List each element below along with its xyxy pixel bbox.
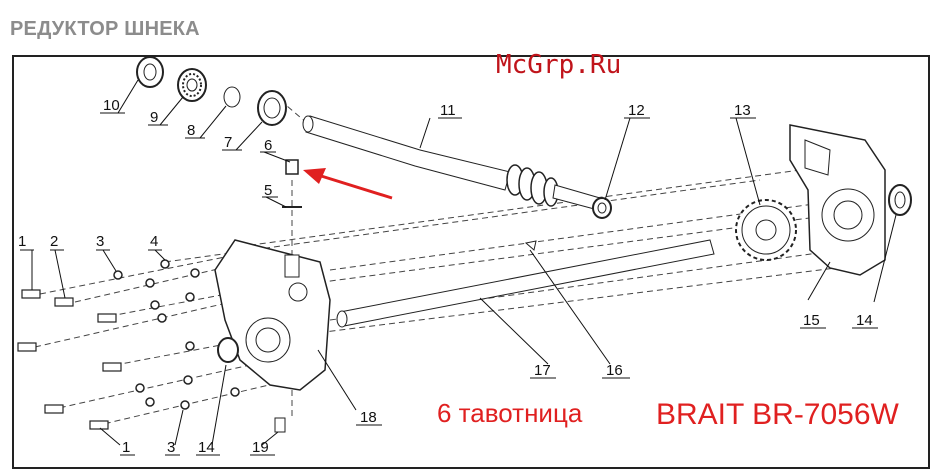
callout-14: 14 <box>856 312 873 329</box>
callout-19: 19 <box>252 439 269 456</box>
callout-11: 11 <box>440 102 456 119</box>
part-18-housing <box>214 239 331 391</box>
callout-6: 6 <box>264 137 272 154</box>
callout-16: 16 <box>606 362 623 379</box>
annotation-caption: 6 тавотница <box>437 398 583 428</box>
callout-5: 5 <box>264 182 272 199</box>
callout-4: 4 <box>150 233 158 250</box>
callout-1-bottom: 1 <box>122 439 130 456</box>
page-title: РЕДУКТОР ШНЕКА <box>10 18 200 40</box>
part-11-worm-shaft <box>302 115 601 211</box>
callout-9: 9 <box>150 109 158 126</box>
callout-17: 17 <box>534 362 551 379</box>
watermark: McGrp.Ru <box>496 50 622 80</box>
part-10-seal <box>136 56 164 88</box>
red-arrow-icon <box>303 168 393 200</box>
callout-13: 13 <box>734 102 751 119</box>
callout-3-bottom: 3 <box>167 439 175 456</box>
callout-15: 15 <box>803 312 820 329</box>
diagram-frame <box>12 55 930 469</box>
callout-10: 10 <box>103 97 120 114</box>
part-17-shaft <box>336 239 715 328</box>
callout-2: 2 <box>50 233 58 250</box>
callout-1: 1 <box>18 233 26 250</box>
callout-8: 8 <box>187 122 195 139</box>
callout-7: 7 <box>224 134 232 151</box>
part-13-gear <box>735 199 797 261</box>
part-15-cover <box>789 124 886 276</box>
callout-14-bottom: 14 <box>198 439 215 456</box>
callout-3: 3 <box>96 233 104 250</box>
model-label: BRAIT BR-7056W <box>656 398 899 431</box>
callout-12: 12 <box>628 102 645 119</box>
callout-18: 18 <box>360 409 377 426</box>
